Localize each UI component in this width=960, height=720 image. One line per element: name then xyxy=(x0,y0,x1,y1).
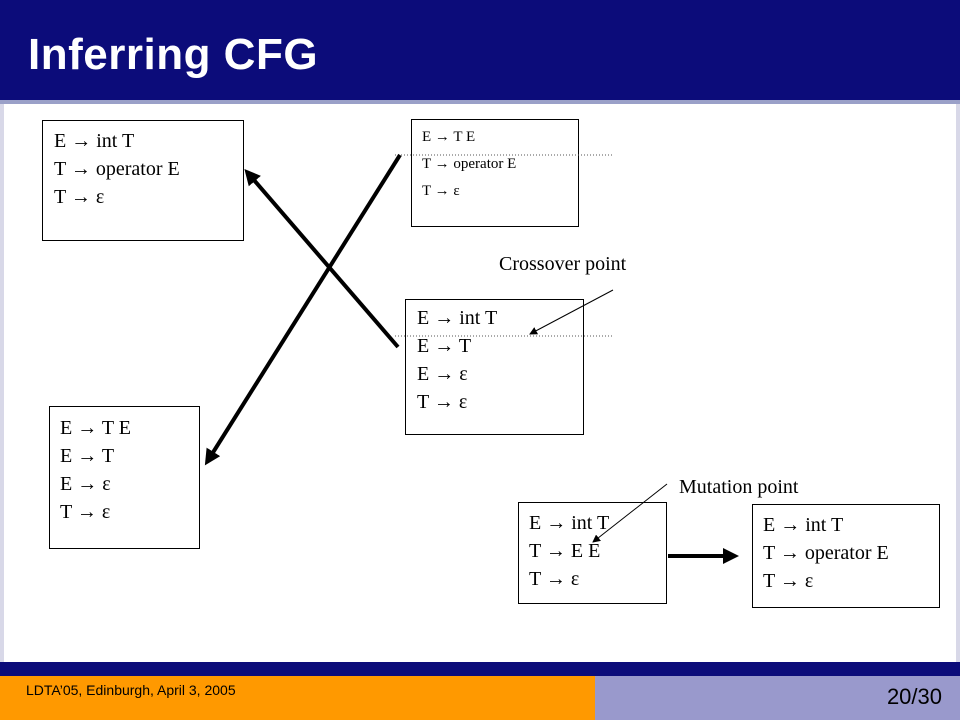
crossover-arrow-to-parent-a xyxy=(244,168,400,349)
frame-right-edge xyxy=(956,104,960,664)
grammar-box-parent-c: E → int T E → T E → ε T → ε xyxy=(405,299,584,435)
grammar-rule: E → T E xyxy=(422,129,476,145)
grammar-rule: T → ε xyxy=(529,568,580,590)
grammar-rule: E → int T xyxy=(763,514,844,536)
crossover-point-label: Crossover point xyxy=(499,253,627,275)
grammar-rule: T → operator E xyxy=(763,542,889,564)
footer-divider xyxy=(0,662,960,676)
grammar-rule: T → ε xyxy=(417,391,468,413)
footer-left-panel xyxy=(0,676,595,720)
grammar-rule: T → operator E xyxy=(422,156,517,172)
grammar-box-parent-b: E → T E T → operator E T → ε xyxy=(411,119,579,227)
grammar-rule: T → ε xyxy=(54,186,105,208)
grammar-rule: T → operator E xyxy=(54,158,180,180)
crossover-pointer-arrow xyxy=(529,289,614,335)
grammar-rule: E → ε xyxy=(417,363,468,385)
grammar-rule: T → E E xyxy=(529,540,601,562)
grammar-rule: E → T xyxy=(417,335,472,357)
page-number: 20/30 xyxy=(886,684,942,709)
mutation-point-label: Mutation point xyxy=(679,476,799,498)
slide-header: Inferring CFG xyxy=(0,0,960,100)
grammar-box-mutation-after: E → int T T → operator E T → ε xyxy=(752,504,940,608)
footer-citation: LDTA’05, Edinburgh, April 3, 2005 xyxy=(26,682,236,698)
grammar-rule: T → ε xyxy=(60,501,111,523)
grammar-rule: T → ε xyxy=(422,183,460,199)
header-divider xyxy=(0,100,960,104)
grammar-rule: E → int T xyxy=(417,307,498,329)
grammar-rule: T → ε xyxy=(763,570,814,592)
grammar-rule: E → int T xyxy=(529,512,610,534)
grammar-box-parent-a: E → int T T → operator E T → ε xyxy=(42,120,244,241)
grammar-box-crossover-child: E → T E E → T E → ε T → ε xyxy=(49,406,200,549)
grammar-rule: E → ε xyxy=(60,473,111,495)
grammar-rule: E → int T xyxy=(54,130,135,152)
slide-title: Inferring CFG xyxy=(28,30,319,79)
frame-left-edge xyxy=(0,104,4,664)
mutation-pointer-arrow xyxy=(592,483,668,543)
footer-right-panel xyxy=(595,676,960,720)
grammar-rule: E → T xyxy=(60,445,115,467)
grammar-box-mutation-before: E → int T T → E E T → ε xyxy=(518,502,667,604)
crossover-arrow-to-child xyxy=(204,153,402,466)
grammar-rule: E → T E xyxy=(60,417,131,439)
